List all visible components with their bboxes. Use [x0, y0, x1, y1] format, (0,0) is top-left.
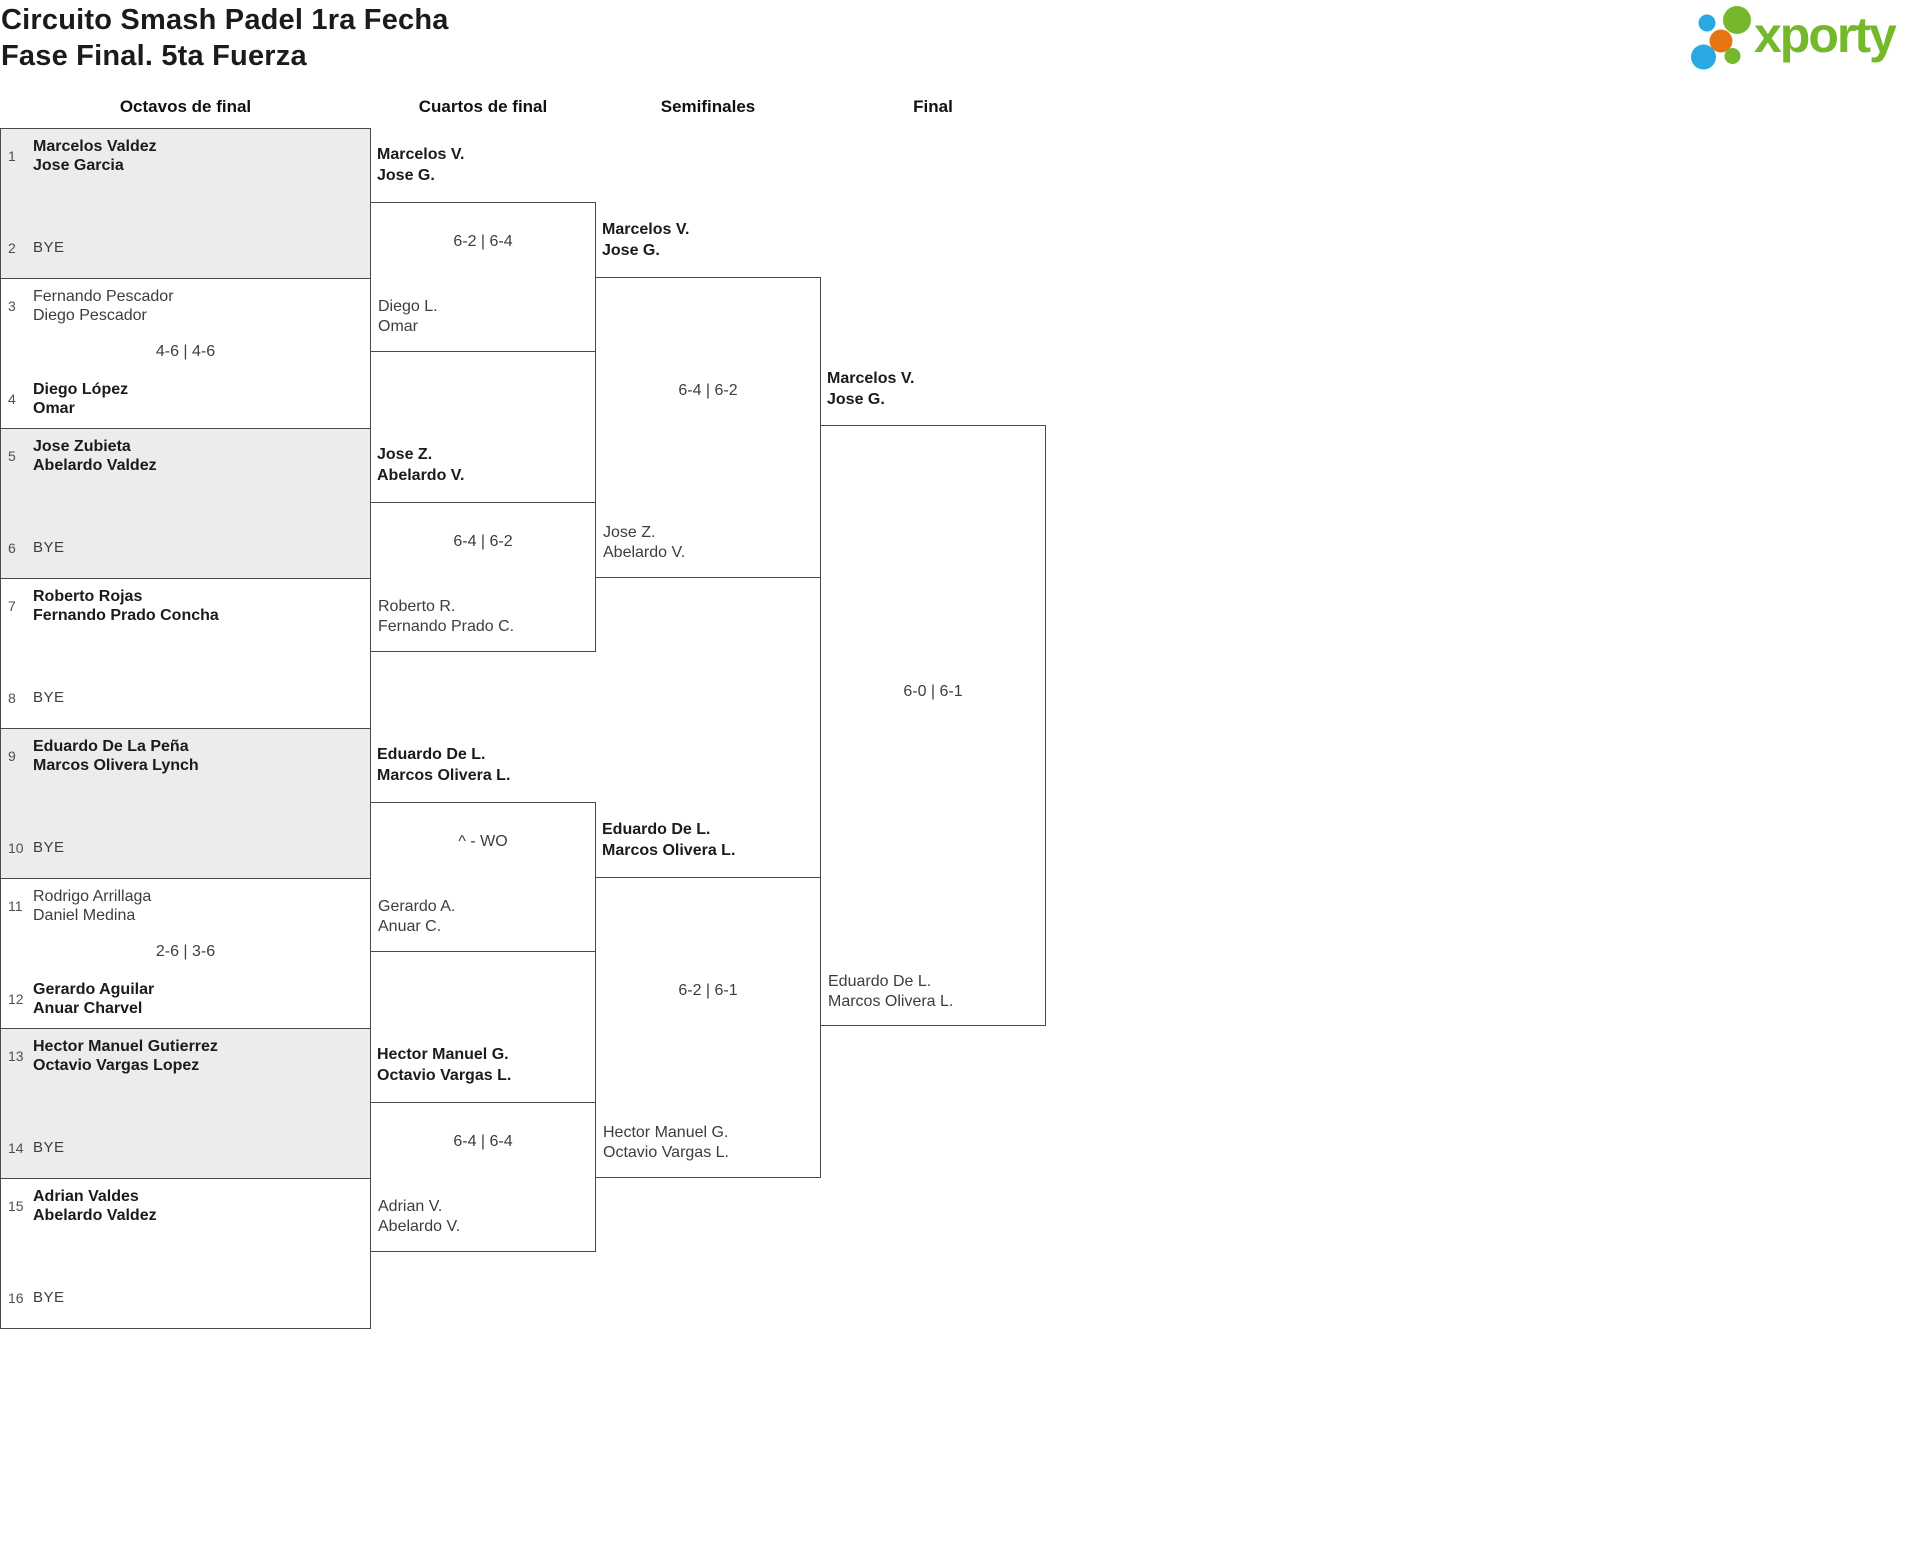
- seed-number: 2: [8, 239, 16, 256]
- match-cuartos-2: 6-4 | 6-2 Roberto R.Fernando Prado C.: [370, 502, 596, 652]
- round-header-cuartos: Cuartos de final: [418, 97, 548, 116]
- round-header-semifinales: Semifinales: [660, 97, 756, 116]
- loser-label: Diego L.Omar: [378, 298, 438, 335]
- page-title-line2: Fase Final. 5ta Fuerza: [1, 40, 307, 72]
- seed-number: 14: [8, 1139, 24, 1156]
- seed-number: 4: [8, 391, 16, 407]
- bye-label: BYE: [33, 839, 65, 856]
- seed-number: 10: [8, 839, 24, 856]
- winner-label: Jose Z.Abelardo V.: [377, 446, 465, 484]
- match-score: 6-4 | 6-2: [678, 382, 738, 399]
- bye-label: BYE: [33, 539, 65, 556]
- match-cuartos-3: ^ - WO Gerardo A.Anuar C.: [370, 802, 596, 952]
- winner-label: Hector Manuel G.Octavio Vargas L.: [377, 1046, 512, 1084]
- bye-label: BYE: [33, 239, 65, 256]
- seed-number: 6: [8, 539, 16, 556]
- match-semifinal-2: 6-2 | 6-1 Hector Manuel G.Octavio Vargas…: [595, 877, 821, 1178]
- seed-number: 8: [8, 689, 16, 706]
- match-cuartos-4: 6-4 | 6-4 Adrian V.Abelardo V.: [370, 1102, 596, 1252]
- page-title: Circuito Smash Padel 1ra Fecha Fase Fina…: [1, 2, 449, 74]
- loser-label: Eduardo De L.Marcos Olivera L.: [828, 973, 954, 1010]
- match-cuartos-1: 6-2 | 6-4 Diego L.Omar: [370, 202, 596, 352]
- match-score: 4-6 | 4-6: [155, 343, 216, 360]
- page-title-line1: Circuito Smash Padel 1ra Fecha: [1, 4, 449, 36]
- winner-label: Eduardo De L.Marcos Olivera L.: [377, 746, 511, 784]
- match-semifinal-1: 6-4 | 6-2 Jose Z.Abelardo V.: [595, 277, 821, 578]
- loser-label: Hector Manuel G.Octavio Vargas L.: [603, 1124, 729, 1161]
- loser-label: Jose Z.Abelardo V.: [603, 524, 686, 561]
- match-score: 6-4 | 6-4: [453, 1133, 513, 1150]
- seed-number: 1: [8, 148, 16, 164]
- seed-number: 3: [8, 298, 16, 314]
- match-score: ^ - WO: [458, 833, 508, 850]
- match-score: 2-6 | 3-6: [155, 943, 216, 960]
- bye-label: BYE: [33, 689, 65, 706]
- loser-label: Gerardo A.Anuar C.: [378, 898, 456, 935]
- winner-label: Marcelos V.Jose G.: [377, 146, 465, 184]
- match-score: 6-2 | 6-4: [453, 233, 513, 250]
- winner-label: Eduardo De L.Marcos Olivera L.: [602, 821, 736, 859]
- round-header-octavos: Octavos de final: [119, 97, 252, 116]
- seed-number: 13: [8, 1048, 24, 1064]
- seed-number: 7: [8, 598, 16, 614]
- match-score: 6-4 | 6-2: [453, 533, 513, 550]
- logo-dots-icon: [1688, 2, 1752, 72]
- seed-number: 16: [8, 1289, 24, 1306]
- match-final: 6-0 | 6-1 Eduardo De L.Marcos Olivera L.: [820, 425, 1046, 1026]
- seed-number: 11: [8, 898, 23, 914]
- loser-label: Roberto R.Fernando Prado C.: [378, 598, 515, 635]
- bye-label: BYE: [33, 1139, 65, 1156]
- champion-label: Marcelos V.Jose G.: [827, 370, 915, 408]
- match-score: 6-2 | 6-1: [678, 982, 738, 999]
- logo-wordmark: xporty: [1754, 7, 1897, 63]
- winner-label: Marcelos V.Jose G.: [602, 221, 690, 259]
- round-header-final: Final: [913, 97, 953, 116]
- seed-number: 5: [8, 448, 16, 464]
- match-score: 6-0 | 6-1: [903, 683, 963, 700]
- seed-number: 12: [8, 991, 24, 1007]
- loser-label: Adrian V.Abelardo V.: [378, 1198, 461, 1235]
- seed-number: 15: [8, 1198, 24, 1214]
- seed-number: 9: [8, 748, 16, 764]
- xporty-logo[interactable]: xporty: [1688, 2, 1897, 72]
- bye-label: BYE: [33, 1289, 65, 1306]
